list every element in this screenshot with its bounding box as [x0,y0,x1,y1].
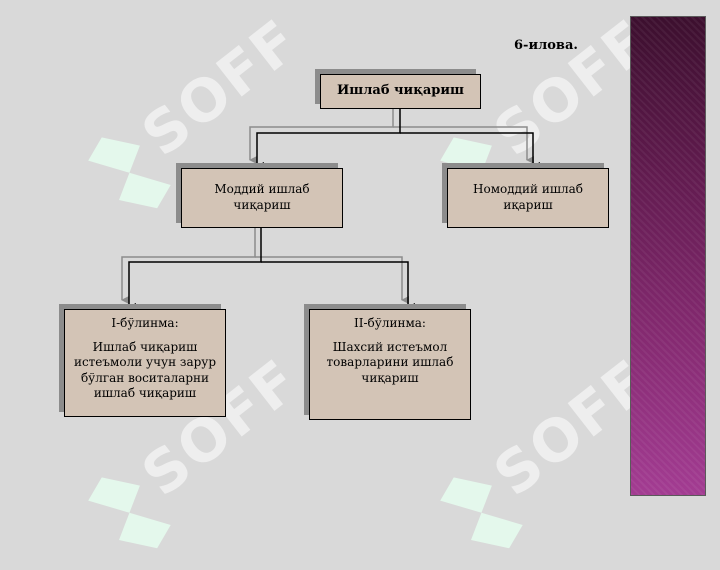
box-material-production-label: Моддий ишлаб чиқариш [214,182,310,212]
soff-logo-icon [88,477,171,549]
box-nonmaterial-production: Номоддий ишлаб иқариш [447,168,609,228]
slide: SOFF SOFF SOFF SOFF 6-илова. [64,6,706,549]
diagram-connectors [121,109,540,311]
box-material-production: Моддий ишлаб чиқариш [181,168,343,228]
box-division-2-title: II-бўлинма: [354,316,426,330]
connector-shadow [121,109,534,304]
box-division-1-body: Ишлаб чиқариш истеъмоли учун зарур бўлга… [73,339,217,401]
connector-main [128,109,540,311]
box-division-2: II-бўлинма: Шахсий истеъмол товарларини … [309,309,471,420]
box-production-label: Ишлаб чиқариш [337,83,464,99]
box-production: Ишлаб чиқариш [320,74,481,109]
appendix-label: 6-илова. [514,38,578,53]
box-division-2-body: Шахсий истеъмол товарларини ишлаб чиқари… [326,339,454,385]
box-division-1: I-бўлинма: Ишлаб чиқариш истеъмоли учун … [64,309,226,417]
soff-logo-icon [88,137,171,209]
side-decoration-bar [630,16,706,496]
box-nonmaterial-production-label: Номоддий ишлаб иқариш [473,182,583,212]
soff-logo-icon [440,477,523,549]
box-division-1-title: I-бўлинма: [111,316,179,330]
